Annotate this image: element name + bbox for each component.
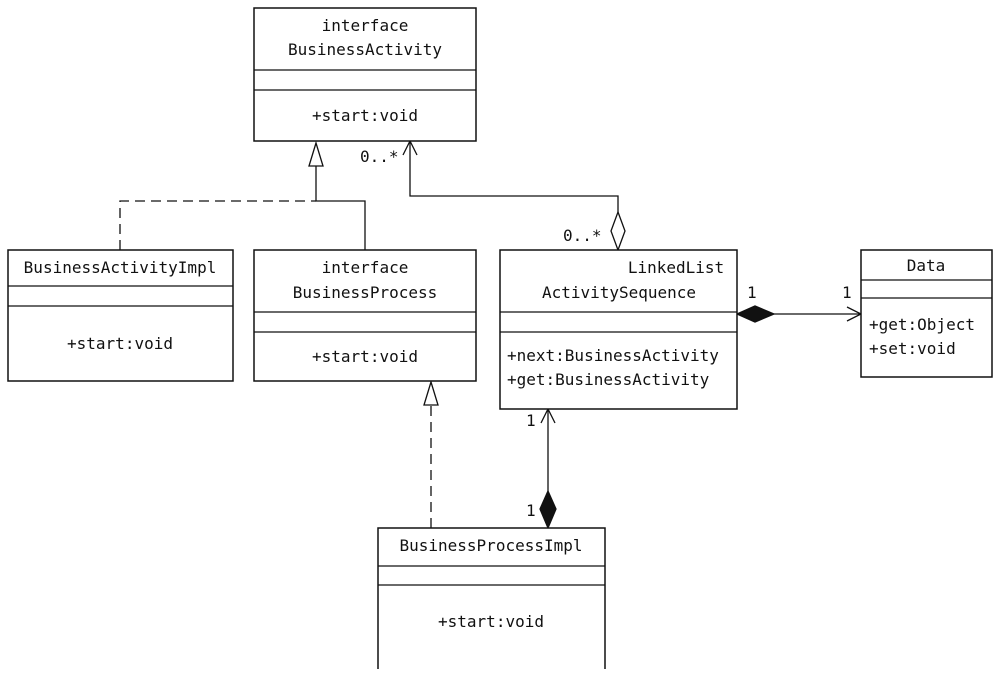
class-operation: +next:BusinessActivity (507, 346, 719, 365)
class-name: BusinessActivity (288, 40, 442, 59)
class-operation: +start:void (67, 334, 173, 353)
class-operation: +start:void (438, 612, 544, 631)
class-name: Data (907, 256, 946, 275)
class-name: BusinessProcess (293, 283, 438, 302)
realization-business-activity-impl (119, 200, 316, 250)
class-business-process-impl: BusinessProcessImpl +start:void (377, 527, 606, 674)
multiplicity-activity-target: 0..* (360, 147, 399, 166)
class-business-activity: interface BusinessActivity +start:void (253, 7, 477, 142)
class-stereotype: interface (322, 258, 409, 277)
multiplicity-process-sequence-source: 1 (526, 501, 536, 520)
class-operation: +get:BusinessActivity (507, 370, 710, 389)
composition-diamond (735, 305, 776, 323)
aggregation-diamond (610, 210, 626, 252)
composition-diamond (539, 489, 557, 530)
class-operation: +start:void (312, 106, 418, 125)
class-operation: +get:Object (869, 315, 975, 334)
inheritance-arrowhead (308, 140, 324, 167)
class-name: BusinessProcessImpl (399, 536, 582, 555)
class-operation: +set:void (869, 339, 956, 358)
composition-sequence-data (735, 305, 863, 323)
multiplicity-process-sequence-target: 1 (526, 411, 536, 430)
class-business-activity-impl: BusinessActivityImpl +start:void (7, 249, 234, 382)
class-business-process: interface BusinessProcess +start:void (253, 249, 477, 382)
class-stereotype: LinkedList (628, 258, 724, 277)
class-data: Data +get:Object +set:void (860, 249, 993, 378)
generalization-business-process (308, 140, 366, 250)
class-operation: +start:void (312, 347, 418, 366)
realization-business-process-impl (423, 379, 439, 528)
class-stereotype: interface (322, 16, 409, 35)
multiplicity-sequence-source: 0..* (563, 226, 602, 245)
class-name: BusinessActivityImpl (24, 258, 217, 277)
multiplicity-sequence-data-target: 1 (842, 283, 852, 302)
class-name: ActivitySequence (542, 283, 696, 302)
composition-process-sequence (539, 407, 557, 530)
multiplicity-sequence-data-source: 1 (747, 283, 757, 302)
class-activity-sequence: LinkedList ActivitySequence +next:Busine… (499, 249, 738, 410)
realization-arrowhead (423, 379, 439, 406)
